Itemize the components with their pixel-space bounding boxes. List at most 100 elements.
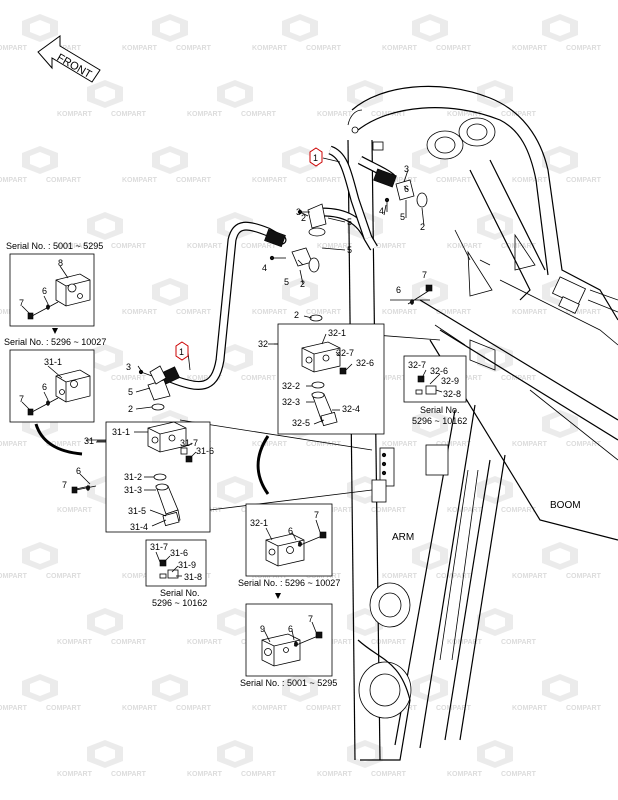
label-31-2: 31-2: [124, 472, 142, 482]
label-4-right: 4: [379, 206, 384, 216]
watermark-brand-right: COMPART: [306, 177, 342, 184]
watermark-brand-right: COMPART: [241, 375, 277, 382]
watermark-brand-right: COMPART: [436, 177, 472, 184]
watermark-brand-left: KOMPART: [382, 45, 418, 52]
watermark-brand-left: KOMPART: [512, 309, 548, 316]
watermark-brand-left: KOMPART: [57, 507, 93, 514]
watermark-brand-right: COMPART: [46, 177, 82, 184]
label-32-2: 32-2: [282, 381, 300, 391]
arm-label: ARM: [392, 532, 414, 543]
watermark-brand-right: COMPART: [46, 441, 82, 448]
watermark-brand-left: KOMPART: [512, 177, 548, 184]
watermark-brand-left: KOMPART: [0, 177, 28, 184]
watermark-brand-right: COMPART: [501, 507, 537, 514]
label-31: 31: [84, 436, 94, 446]
inset-block-32-1: [245, 503, 333, 599]
watermark-brand-right: COMPART: [176, 309, 212, 316]
watermark-brand-right: COMPART: [566, 441, 602, 448]
label-7-31: 7: [62, 480, 67, 490]
front-arrow: FRONT: [37, 35, 101, 83]
label-2-upper-a: 2: [301, 213, 306, 223]
watermark-brand-right: COMPART: [176, 177, 212, 184]
label-32-1-inset: 32-1: [250, 518, 268, 528]
label-9: 9: [260, 624, 265, 634]
watermark-brand-right: COMPART: [436, 45, 472, 52]
watermark-brand-left: KOMPART: [317, 507, 353, 514]
label-32-3: 32-3: [282, 397, 300, 407]
inset-block-8-early: [9, 253, 95, 334]
hose-ref-lower-label: 1: [179, 347, 184, 357]
watermark-brand-left: KOMPART: [252, 309, 288, 316]
label-32-8-inset: 32-8: [443, 389, 461, 399]
hose-ref-callout-lower: 1: [175, 341, 189, 361]
label-31-8-inset: 31-8: [184, 572, 202, 582]
label-3-upper: 3: [296, 207, 301, 217]
watermark-brand-left: KOMPART: [57, 771, 93, 778]
watermark-brand-left: KOMPART: [187, 243, 223, 250]
label-6-right-b: 6: [396, 285, 401, 295]
label-31-6: 31-6: [196, 446, 214, 456]
watermark-brand-left: KOMPART: [512, 45, 548, 52]
boom-label: BOOM: [550, 500, 581, 511]
hose-ref-upper-label: 1: [313, 153, 318, 163]
watermark-brand-right: COMPART: [566, 573, 602, 580]
watermark-brand-left: KOMPART: [0, 441, 28, 448]
watermark-brand-right: COMPART: [306, 45, 342, 52]
label-32: 32: [258, 339, 268, 349]
label-6-right: 6: [404, 184, 409, 194]
watermark-brand-left: KOMPART: [122, 177, 158, 184]
label-32-1: 32-1: [328, 328, 346, 338]
watermark-brand-right: COMPART: [371, 243, 407, 250]
watermark-brand-left: KOMPART: [447, 243, 483, 250]
label-31-6-inset: 31-6: [170, 548, 188, 558]
watermark-brand-left: KOMPART: [57, 243, 93, 250]
serial-left-10027: Serial No. : 5296 ~ 10027: [4, 337, 106, 347]
label-4-upper: 4: [262, 263, 267, 273]
watermark-brand-right: COMPART: [566, 177, 602, 184]
watermark-tile: KOMPART COMPART: [0, 410, 82, 448]
watermark-tile: KOMPART COMPART: [447, 212, 537, 250]
watermark-brand-right: COMPART: [111, 111, 147, 118]
upper-fittings: [138, 179, 428, 411]
watermark-brand-right: COMPART: [371, 375, 407, 382]
watermark-brand-left: KOMPART: [0, 573, 28, 580]
serial-right-10162-a: Serial No.: [420, 405, 460, 415]
watermark-tile: KOMPART COMPART: [122, 278, 212, 316]
label-32-7-inset: 32-7: [408, 360, 426, 370]
watermark-brand-right: COMPART: [176, 45, 212, 52]
watermark-brand-right: COMPART: [306, 573, 342, 580]
watermark-brand-left: KOMPART: [122, 309, 158, 316]
label-7-inset31: 7: [19, 394, 24, 404]
watermark-brand-left: KOMPART: [382, 177, 418, 184]
watermark-brand-left: KOMPART: [252, 441, 288, 448]
label-32-6: 32-6: [356, 358, 374, 368]
watermark-brand-right: COMPART: [501, 771, 537, 778]
label-7-right: 7: [422, 270, 427, 280]
watermark-brand-left: KOMPART: [0, 45, 28, 52]
watermark-brand-right: COMPART: [371, 639, 407, 646]
serial-right-10162-b: 5296 ~ 10162: [412, 416, 467, 426]
label-32-7: 32-7: [336, 348, 354, 358]
watermark-brand-right: COMPART: [436, 573, 472, 580]
inset-block-31-1: [9, 349, 95, 456]
watermark-brand-right: COMPART: [566, 705, 602, 712]
watermark-brand-right: COMPART: [306, 441, 342, 448]
label-32-4: 32-4: [342, 404, 360, 414]
watermark-brand-right: COMPART: [501, 639, 537, 646]
watermark-brand-left: KOMPART: [382, 309, 418, 316]
watermark-brand-right: COMPART: [111, 375, 147, 382]
label-5-upper-a: 5: [347, 217, 352, 227]
watermark-brand-left: KOMPART: [447, 507, 483, 514]
label-6-31: 6: [76, 466, 81, 476]
watermark-brand-right: COMPART: [501, 243, 537, 250]
watermark-brand-left: KOMPART: [0, 705, 28, 712]
